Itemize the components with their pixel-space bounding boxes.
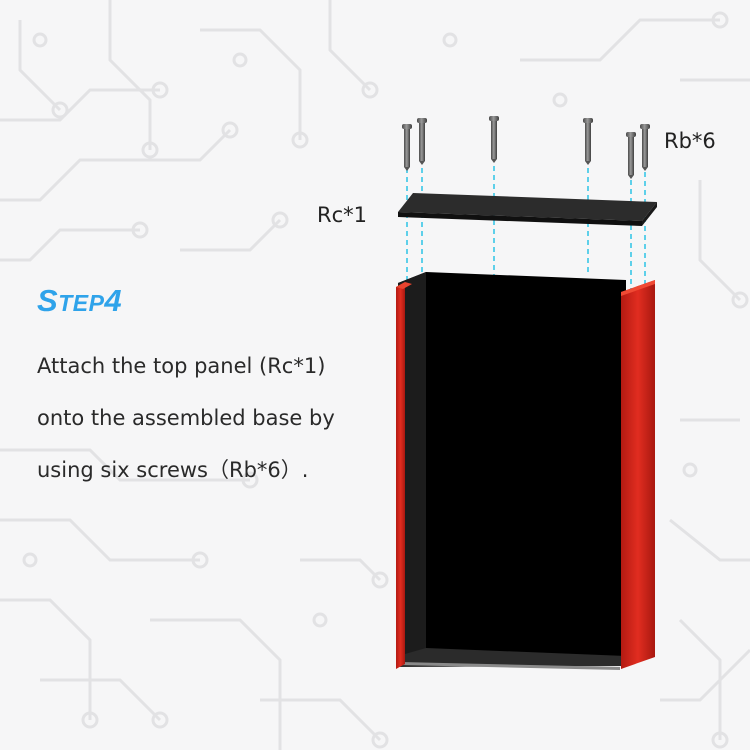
screw-icon bbox=[402, 124, 412, 171]
screw-icon bbox=[417, 118, 427, 165]
cabinet-body bbox=[396, 272, 655, 670]
screw-icon bbox=[583, 118, 593, 165]
instruction-line-3: using six screws（Rb*6）. bbox=[37, 458, 309, 482]
screws bbox=[402, 116, 650, 179]
instruction-text: Attach the top panel (Rc*1) onto the ass… bbox=[37, 340, 377, 496]
screw-icon bbox=[489, 116, 499, 163]
screw-icon bbox=[626, 132, 636, 179]
step-title: STEP4 bbox=[37, 283, 122, 319]
step-title-prefix: S bbox=[37, 283, 59, 318]
screws-label: Rb*6 bbox=[664, 129, 716, 153]
instruction-line-1: Attach the top panel (Rc*1) bbox=[37, 354, 326, 378]
instruction-line-2: onto the assembled base by bbox=[37, 406, 335, 430]
step-title-rest: TEP bbox=[58, 290, 105, 316]
top-panel bbox=[398, 193, 657, 226]
panel-label: Rc*1 bbox=[317, 203, 367, 227]
step-number: 4 bbox=[104, 283, 123, 318]
screw-icon bbox=[640, 124, 650, 171]
